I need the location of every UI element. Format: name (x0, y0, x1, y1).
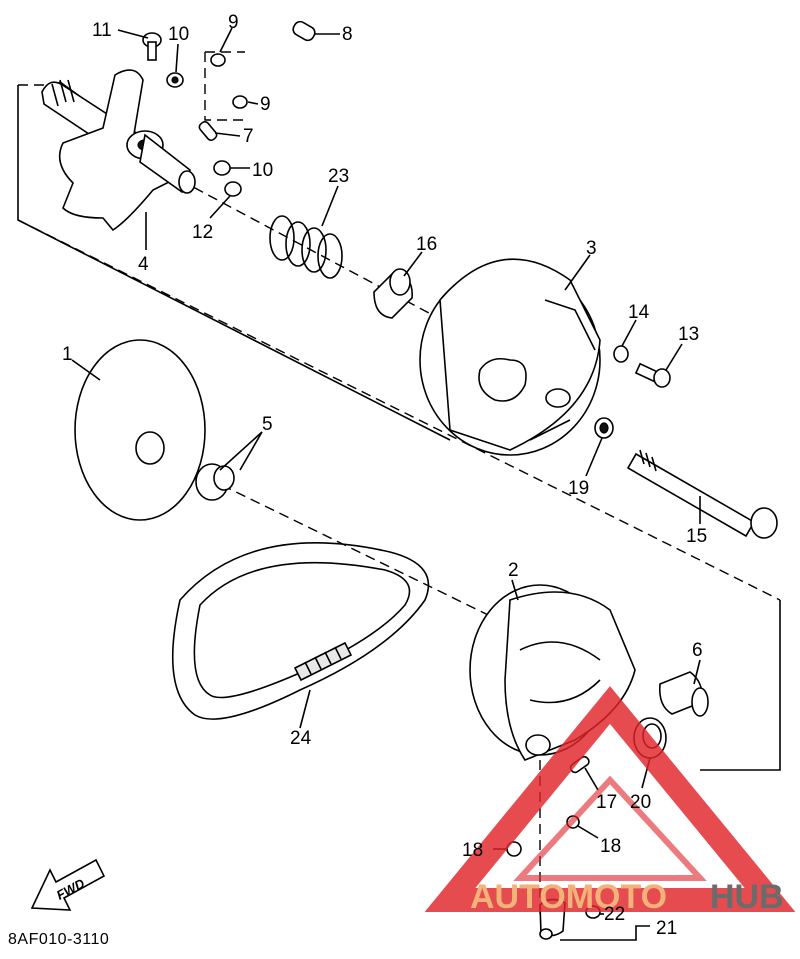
callout-13: 13 (678, 324, 699, 345)
part-6-collar (658, 671, 709, 717)
callout-2: 2 (508, 560, 519, 581)
part-2-secondary-sheave (469, 584, 636, 761)
callout-9-upper: 9 (228, 12, 239, 33)
callout-18-left: 18 (462, 840, 483, 861)
part-11-bolt (142, 32, 162, 61)
part-19-washer (594, 417, 614, 439)
part-16-collar (373, 268, 413, 319)
assembly-boundary (17, 84, 781, 771)
watermark-triangle-outer (424, 686, 796, 912)
part-9-collar-upper (210, 53, 226, 67)
diagram-code: 8AF010-3110 (8, 931, 109, 948)
part-3-movable-sheave (419, 258, 601, 456)
callout-23: 23 (328, 166, 349, 187)
callout-5: 5 (262, 414, 273, 435)
part-10-nut-upper (166, 72, 184, 88)
callout-16: 16 (416, 234, 437, 255)
part-9-collar-lower (232, 95, 248, 109)
fwd-arrow-icon: FWD (30, 858, 106, 911)
part-13-bolt (634, 362, 671, 388)
part-1-sheave-disc (74, 339, 206, 521)
callouts: 11 10 9 8 9 7 10 12 4 23 16 3 14 13 19 1… (62, 12, 707, 939)
part-7-pin (198, 120, 218, 142)
watermark-word-a: AUTOMOTO (470, 878, 667, 916)
callout-22: 22 (604, 904, 625, 925)
callout-9-lower: 9 (260, 94, 271, 115)
part-5-bushings (195, 463, 235, 501)
callout-4: 4 (138, 254, 149, 275)
callout-21: 21 (656, 918, 677, 939)
callout-17: 17 (596, 792, 617, 813)
callout-18-right: 18 (600, 836, 621, 857)
callout-3: 3 (586, 238, 597, 259)
watermark-logo: AUTOMOTO HUB (424, 686, 796, 916)
part-23-spring (269, 215, 343, 279)
callout-11: 11 (92, 20, 112, 41)
watermark-word-b: HUB (710, 878, 784, 916)
callout-24: 24 (290, 728, 312, 749)
part-14-washer (613, 345, 629, 363)
part-10-nut-lower (213, 160, 231, 176)
part-24-v-belt (171, 542, 430, 720)
callout-20: 20 (630, 792, 651, 813)
callout-15: 15 (686, 526, 707, 547)
callout-8: 8 (342, 24, 353, 45)
part-4-sheave-spider (41, 69, 196, 232)
callout-1: 1 (62, 344, 73, 365)
part-12-washer (224, 181, 242, 197)
callout-10-lower: 10 (252, 160, 273, 181)
callout-10-upper: 10 (168, 24, 189, 45)
part-8-pin (292, 20, 316, 42)
callout-19: 19 (568, 478, 589, 499)
part-15-bolt (626, 449, 778, 539)
callout-12: 12 (192, 222, 213, 243)
callout-6: 6 (692, 640, 703, 661)
callout-7: 7 (243, 126, 254, 147)
callout-14: 14 (628, 302, 650, 323)
watermark-triangle-inner (513, 775, 707, 881)
